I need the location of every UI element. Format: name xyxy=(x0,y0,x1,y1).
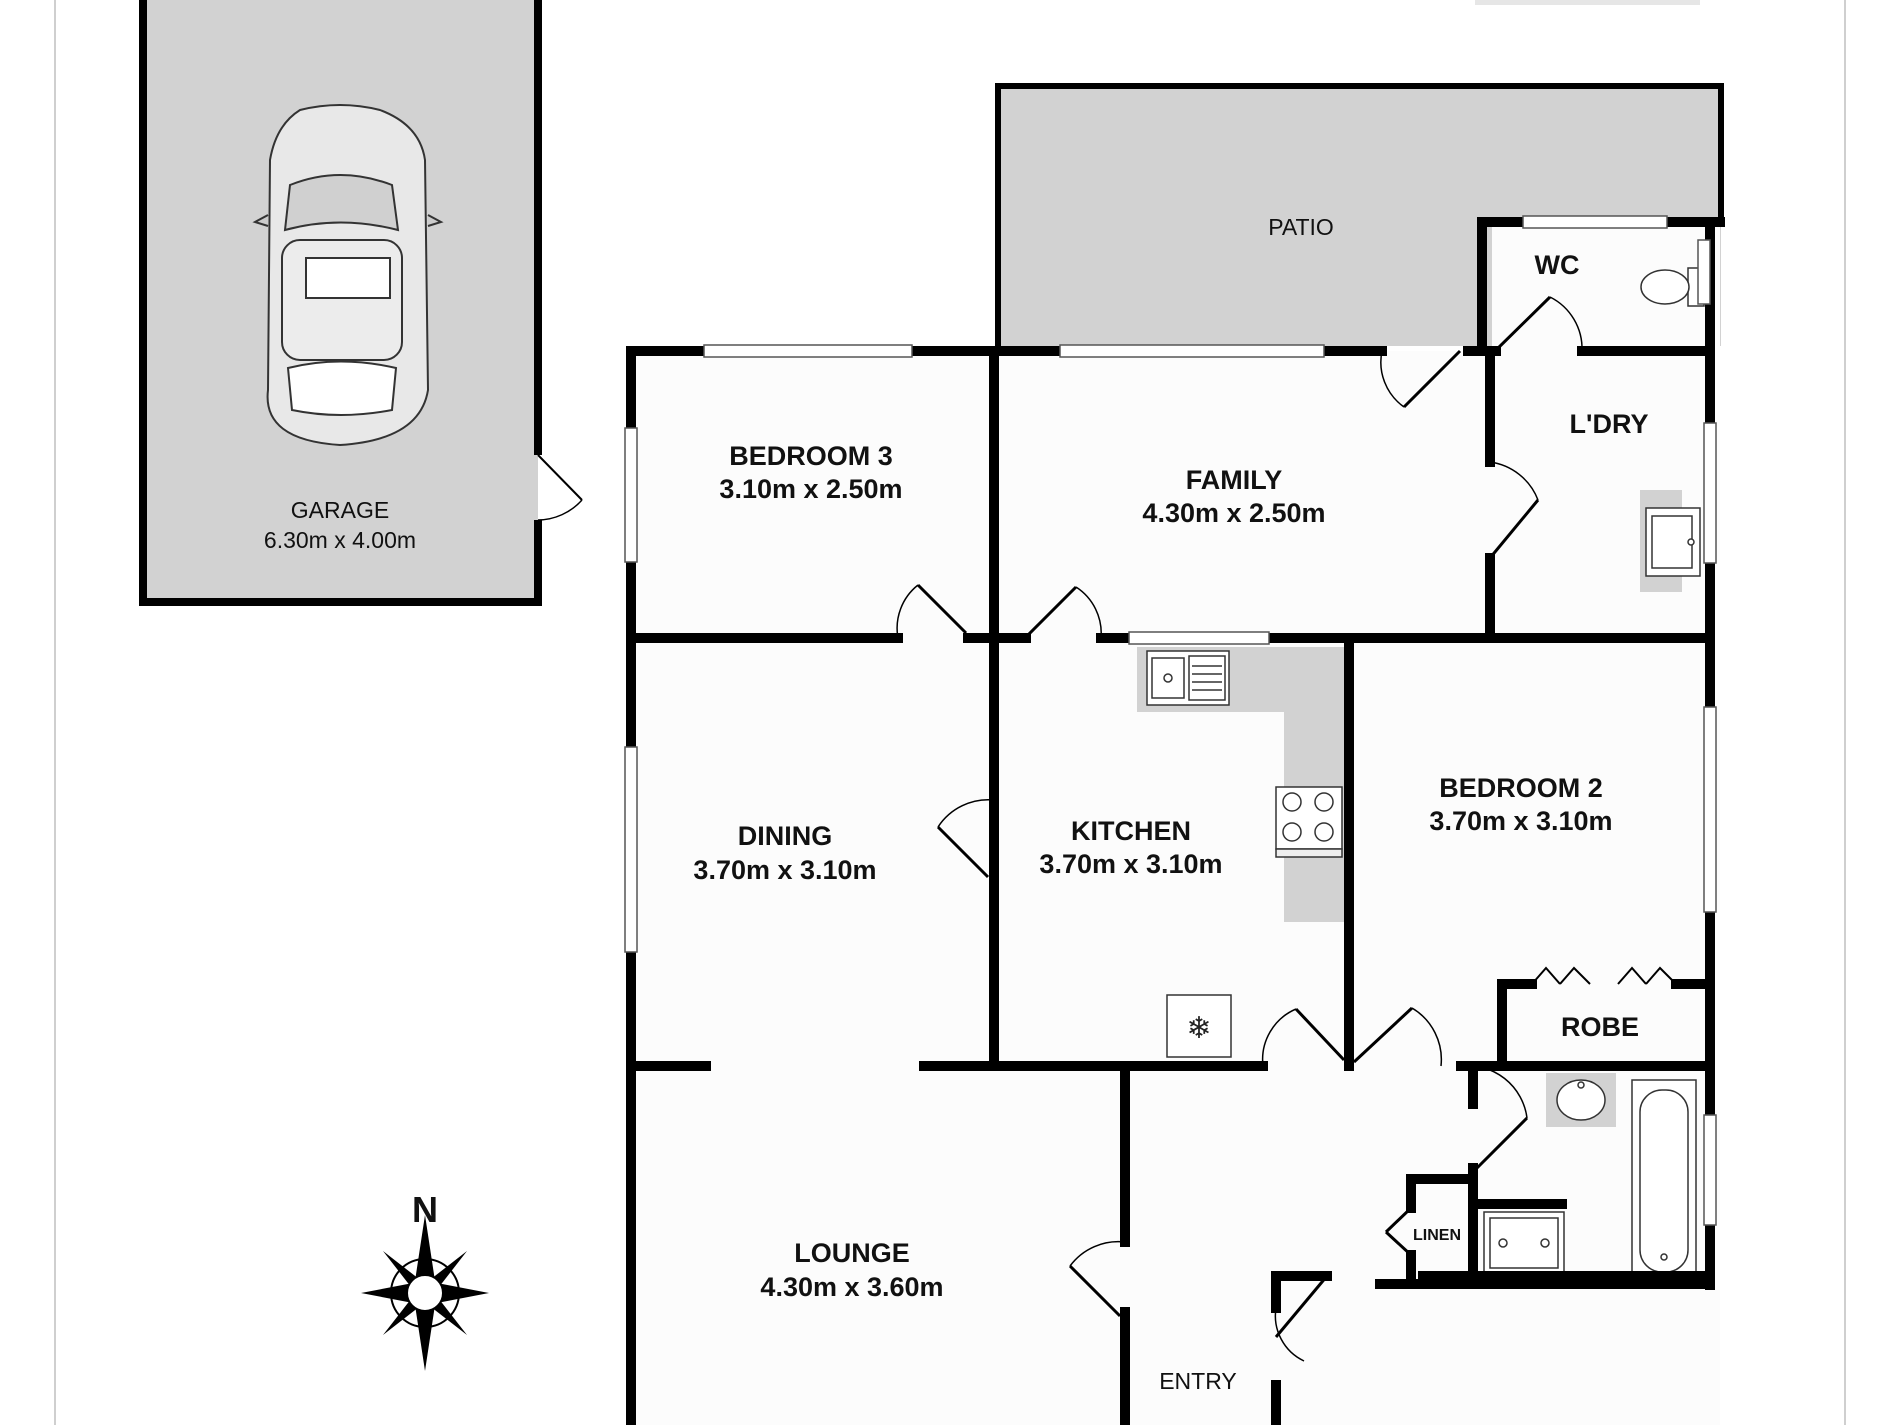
lounge-name: LOUNGE xyxy=(794,1238,910,1268)
car-icon xyxy=(252,104,444,447)
shower-icon xyxy=(1483,1211,1565,1275)
windows xyxy=(624,215,1717,1226)
entry-name: ENTRY xyxy=(1159,1368,1237,1394)
compass-icon xyxy=(361,1215,489,1371)
basin-icon xyxy=(1556,1079,1606,1121)
compass-north-label: N xyxy=(412,1189,438,1230)
dining-dims: 3.70m x 3.10m xyxy=(693,855,876,885)
robe-name: ROBE xyxy=(1561,1012,1639,1042)
garage-name: GARAGE xyxy=(291,497,389,523)
wc-name: WC xyxy=(1535,250,1580,280)
doors xyxy=(896,295,1677,1362)
bathtub-icon xyxy=(1631,1079,1697,1281)
kitchen-dims: 3.70m x 3.10m xyxy=(1039,849,1222,879)
kitchen-sink-icon xyxy=(1146,650,1230,706)
toilet-icon xyxy=(1640,267,1705,307)
fridge-icon: ❄ xyxy=(1166,994,1232,1058)
lounge-dims: 4.30m x 3.60m xyxy=(760,1272,943,1302)
linen-name: LINEN xyxy=(1413,1227,1461,1244)
laundry-tub-icon xyxy=(1645,507,1701,577)
garage-dims: 6.30m x 4.00m xyxy=(264,527,416,553)
bedroom2-dims: 3.70m x 3.10m xyxy=(1429,806,1612,836)
svg-text:❄: ❄ xyxy=(1186,1011,1211,1046)
patio-name: PATIO xyxy=(1268,214,1334,240)
kitchen-name: KITCHEN xyxy=(1071,816,1191,846)
family-name: FAMILY xyxy=(1186,465,1283,495)
top-strip xyxy=(1475,0,1700,5)
family-dims: 4.30m x 2.50m xyxy=(1142,498,1325,528)
bedroom2-name: BEDROOM 2 xyxy=(1439,773,1603,803)
bedroom3-name: BEDROOM 3 xyxy=(729,441,893,471)
bedroom3-dims: 3.10m x 2.50m xyxy=(719,474,902,504)
cooktop-icon xyxy=(1275,786,1343,858)
room-labels: GARAGE 6.30m x 4.00m PATIO WC L'DRY BEDR… xyxy=(264,214,1649,1394)
dining-name: DINING xyxy=(738,821,833,851)
laundry-name: L'DRY xyxy=(1570,409,1649,439)
